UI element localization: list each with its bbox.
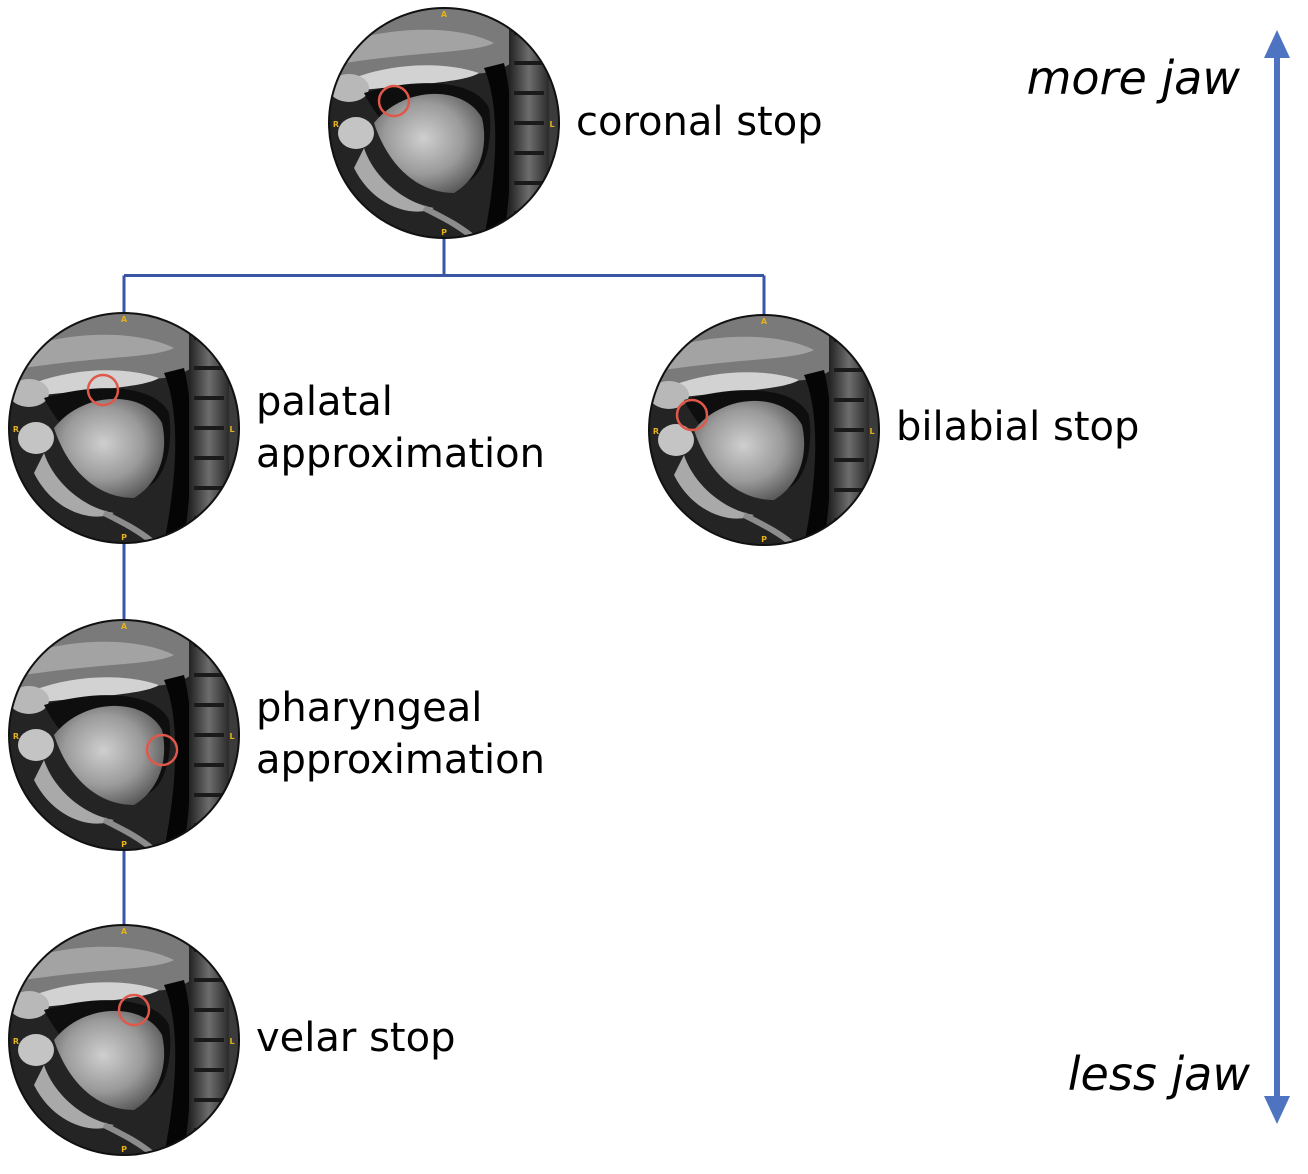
orientation-marker: R xyxy=(333,120,339,129)
orientation-marker: P xyxy=(121,840,127,849)
orientation-marker: P xyxy=(121,533,127,542)
constriction-highlight-circle xyxy=(86,373,120,407)
constriction-highlight-circle xyxy=(145,733,179,767)
constriction-highlight-circle xyxy=(675,398,709,432)
mri-scan-image xyxy=(4,308,244,548)
more-jaw-label: more jaw xyxy=(1026,51,1240,105)
less-jaw-label: less jaw xyxy=(1067,1047,1250,1101)
label-line: coronal stop xyxy=(576,99,823,145)
label-line: velar stop xyxy=(256,1015,456,1061)
mri-image-palatal: A P R L xyxy=(4,308,244,548)
orientation-marker: L xyxy=(229,732,234,741)
mri-scan-image xyxy=(4,920,244,1160)
connector-lines xyxy=(122,238,766,925)
orientation-marker: A xyxy=(121,622,128,631)
orientation-marker: R xyxy=(653,427,659,436)
label-line: palatal xyxy=(256,379,393,425)
label-line: pharyngeal xyxy=(256,685,483,731)
mri-scan-image xyxy=(4,615,244,855)
mri-image-velar: A P R L xyxy=(4,920,244,1160)
mri-scan-image xyxy=(324,3,564,243)
orientation-marker: P xyxy=(121,1145,127,1154)
orientation-marker: L xyxy=(869,427,874,436)
mri-image-bilabial: A P R L xyxy=(644,310,884,550)
orientation-marker: L xyxy=(229,425,234,434)
node-label-bilabial-stop: bilabial stop xyxy=(896,401,1139,453)
mri-scan-image xyxy=(644,310,884,550)
label-line: approximation xyxy=(256,431,545,477)
orientation-marker: L xyxy=(229,1037,234,1046)
node-label-palatal-approximation: palatal approximation xyxy=(256,376,545,480)
mri-image-pharyngeal: A P R L xyxy=(4,615,244,855)
orientation-marker: A xyxy=(761,317,768,326)
jaw-scale-arrow xyxy=(1264,30,1290,1124)
orientation-marker: A xyxy=(441,10,448,19)
node-label-coronal-stop: coronal stop xyxy=(576,96,823,148)
constriction-highlight-circle xyxy=(377,84,411,118)
orientation-marker: R xyxy=(13,1037,19,1046)
constriction-highlight-circle xyxy=(117,993,151,1027)
orientation-marker: P xyxy=(441,228,447,237)
label-line: approximation xyxy=(256,737,545,783)
orientation-marker: A xyxy=(121,315,128,324)
mri-nodes: A P R L A P R L A P R L A P R L A P R L xyxy=(4,3,884,1160)
orientation-marker: R xyxy=(13,732,19,741)
orientation-marker: R xyxy=(13,425,19,434)
orientation-marker: P xyxy=(761,535,767,544)
connector-branch xyxy=(122,238,766,315)
node-label-velar-stop: velar stop xyxy=(256,1012,455,1064)
orientation-marker: L xyxy=(549,120,554,129)
node-label-pharyngeal-approximation: pharyngeal approximation xyxy=(256,682,545,786)
orientation-marker: A xyxy=(121,927,128,936)
mri-image-coronal: A P R L xyxy=(324,3,564,243)
label-line: bilabial stop xyxy=(896,404,1140,450)
